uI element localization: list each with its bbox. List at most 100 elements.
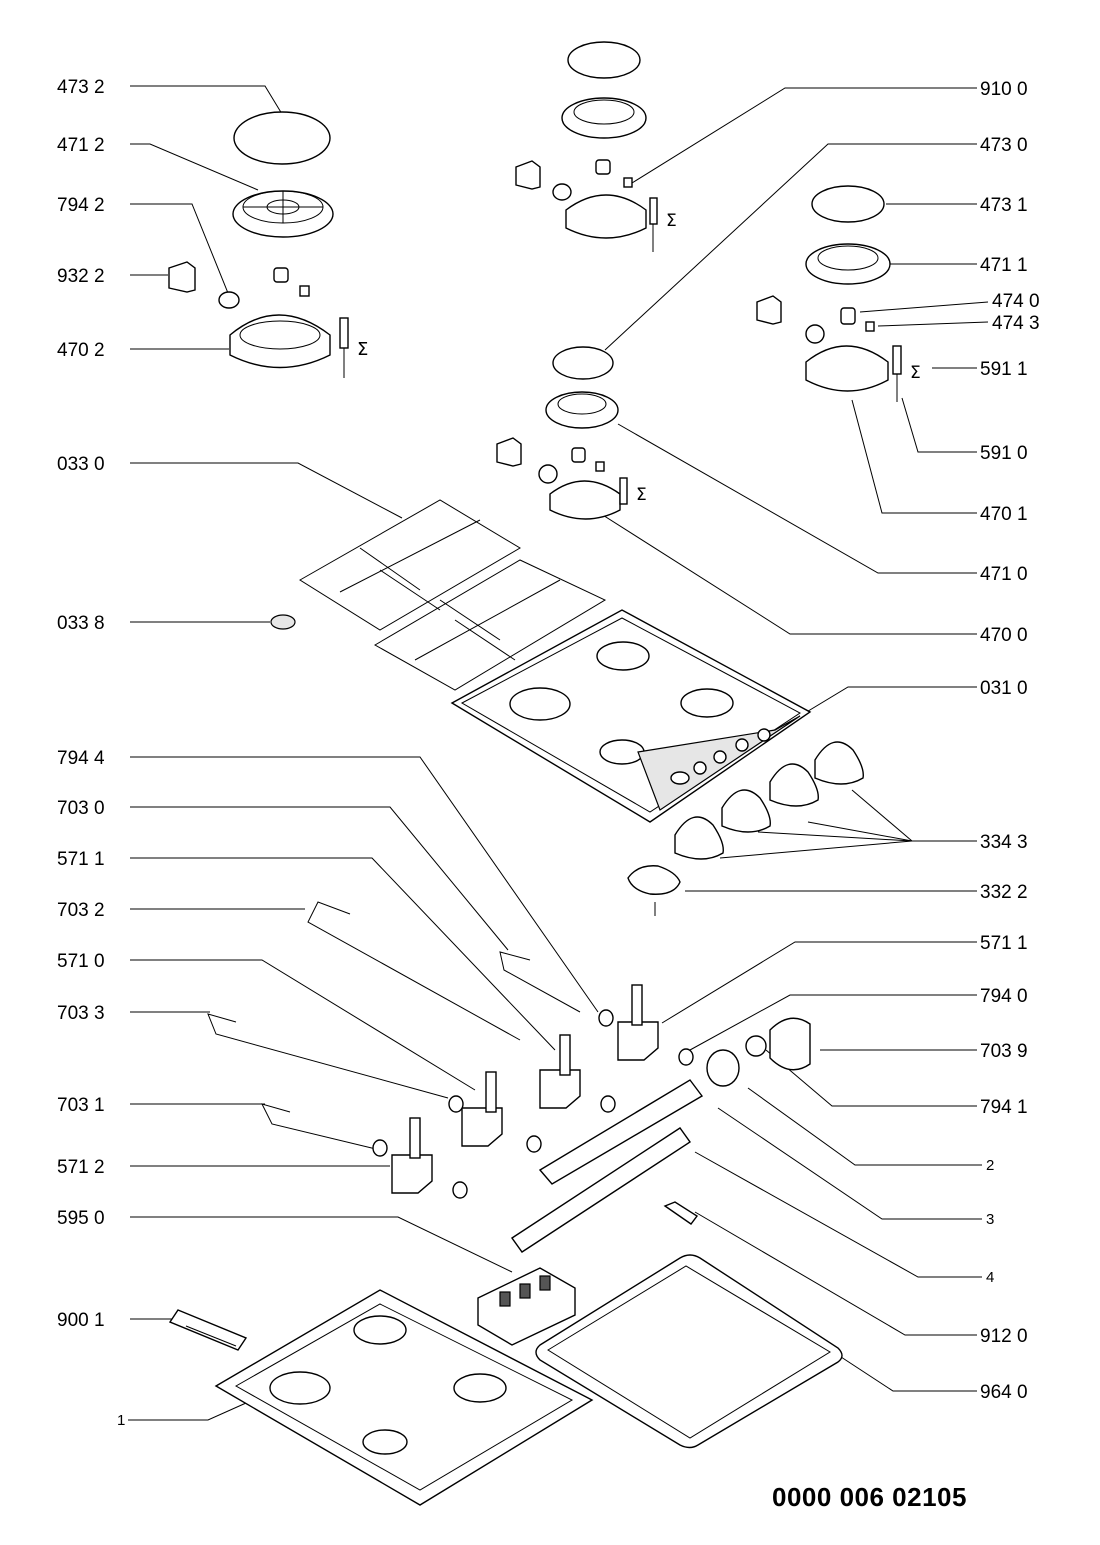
knob-hole-1 <box>693 761 707 775</box>
pipe-703-1 <box>261 1103 381 1151</box>
seal-ring-right <box>805 324 825 344</box>
burner-assembly-small: Σ <box>496 346 647 520</box>
leader-334-3-d <box>719 840 913 859</box>
burner-crown-top-ring <box>573 99 635 125</box>
ignition-plug-591-0 <box>892 345 902 375</box>
label-595-0: 595 0 <box>57 1208 105 1229</box>
base-burner-seat-1 <box>269 1371 331 1405</box>
spark-terminal-1 <box>499 1291 511 1307</box>
burner-assembly-right: Σ <box>756 185 921 402</box>
burner-base-rim <box>239 320 321 350</box>
burner-base-470-0 <box>549 480 621 520</box>
leader-910-0 <box>631 87 977 184</box>
leader-473-0 <box>604 143 977 351</box>
pan-support-left-bars <box>339 519 481 611</box>
pan-support-right <box>373 559 607 691</box>
base-burner-seat-4 <box>362 1429 408 1455</box>
pipe-703-2 <box>307 901 521 1041</box>
right-callouts: 910 0 473 0 473 1 471 1 474 0 474 3 591 … <box>597 79 1040 1403</box>
leader-4 <box>694 1151 982 1278</box>
seal-b <box>600 1095 616 1113</box>
injector-top <box>595 159 611 175</box>
knob-hole-4 <box>757 728 771 742</box>
leader-1 <box>128 1402 247 1421</box>
control-knobs-334-3 <box>627 741 864 916</box>
seal-ring-794-2 <box>218 291 240 309</box>
injector-small <box>571 447 586 463</box>
label-900-1: 900 1 <box>57 1310 105 1331</box>
screw-910-0 <box>623 177 633 188</box>
burner-cap-large <box>233 111 331 165</box>
pan-support-left <box>299 499 521 631</box>
leader-470-1 <box>851 399 977 514</box>
pipe-703-3 <box>207 1013 449 1099</box>
spring-icon-top: Σ <box>666 211 677 231</box>
spark-generator-595-0 <box>477 1267 576 1346</box>
gas-pipes-and-valves <box>207 901 811 1253</box>
label-703-2: 703 2 <box>57 900 105 921</box>
burner-assembly-top: Σ <box>515 41 677 252</box>
thermocouple-clip-icon <box>168 261 196 293</box>
leader-033-0 <box>130 462 403 519</box>
burner-crown-top <box>561 97 647 139</box>
screw-474-3 <box>865 321 875 332</box>
screw-small <box>595 461 605 472</box>
spring-icon: Σ <box>357 339 368 360</box>
leader-470-0 <box>597 511 977 635</box>
label-912-0: 912 0 <box>980 1326 1028 1347</box>
nut-2 <box>706 1049 740 1087</box>
label-571-1-left: 571 1 <box>57 849 105 870</box>
label-474-0: 474 0 <box>992 291 1040 312</box>
label-964-0: 964 0 <box>980 1382 1028 1403</box>
knob-hole-3 <box>735 738 749 752</box>
leader-794-4 <box>130 756 599 1013</box>
spring-icon-591-1: Σ <box>910 363 921 383</box>
label-473-2: 473 2 <box>57 77 105 98</box>
hob-hole-right <box>680 688 734 718</box>
label-474-3: 474 3 <box>992 313 1040 334</box>
knob-1 <box>814 741 864 785</box>
valve-stem-2 <box>559 1034 571 1076</box>
leader-794-0 <box>689 994 977 1051</box>
gas-valve-571-2 <box>391 1154 433 1194</box>
seal-e <box>452 1181 468 1199</box>
leader-703-0 <box>130 806 509 951</box>
label-471-0: 471 0 <box>980 564 1028 585</box>
label-031-0: 031 0 <box>980 678 1028 699</box>
label-571-1-right: 571 1 <box>980 933 1028 954</box>
gas-manifold-tube-3 <box>538 1079 704 1185</box>
leader-912-0 <box>694 1211 977 1336</box>
burner-crown-471-0-ring <box>557 393 607 415</box>
label-703-3: 703 3 <box>57 1003 105 1024</box>
pan-support-right-bars <box>414 579 561 661</box>
burner-crown-471-1-ring <box>817 245 879 271</box>
knob-hole-2 <box>713 750 727 764</box>
label-571-2: 571 2 <box>57 1157 105 1178</box>
label-1: 1 <box>117 1412 125 1429</box>
gasket-964-0 <box>535 1254 843 1449</box>
burner-base-470-2 <box>229 314 331 369</box>
label-571-0: 571 0 <box>57 951 105 972</box>
left-callouts: 473 2 471 2 794 2 932 2 470 2 033 0 033 … <box>57 77 599 1429</box>
gas-valve-571-0 <box>461 1107 503 1147</box>
seal-f <box>372 1139 388 1157</box>
leader-334-3-c <box>757 831 913 842</box>
label-033-8: 033 8 <box>57 613 105 634</box>
seal-d <box>448 1095 464 1113</box>
label-794-0: 794 0 <box>980 986 1028 1007</box>
seal-794-1 <box>745 1035 767 1057</box>
gas-valve-571-1-left <box>539 1069 581 1109</box>
seal-ring-small <box>538 464 558 484</box>
burner-cap-top <box>567 41 641 79</box>
leader-474-0 <box>859 301 989 313</box>
seal-c <box>526 1135 542 1153</box>
cable-clamp-slot <box>185 1325 237 1347</box>
leader-595-0 <box>130 1216 513 1273</box>
injector-nut <box>273 267 289 283</box>
injector-474-0 <box>840 307 856 325</box>
leader-334-3-b <box>807 821 913 842</box>
base-burner-seat-3 <box>453 1373 507 1403</box>
knob-2 <box>769 763 819 807</box>
spark-terminal-3 <box>539 1275 551 1291</box>
label-332-2: 332 2 <box>980 882 1028 903</box>
